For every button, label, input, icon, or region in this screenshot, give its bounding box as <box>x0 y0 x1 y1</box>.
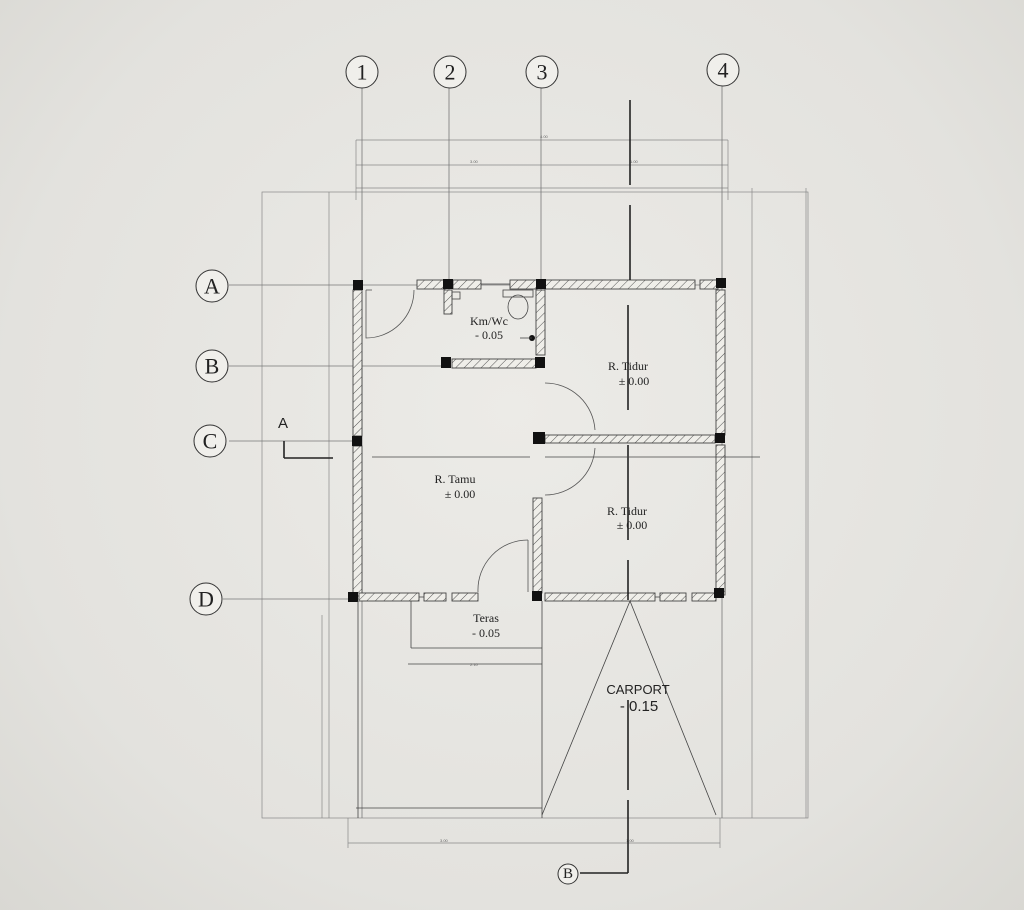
svg-text:Teras: Teras <box>473 611 499 625</box>
svg-text:- 0.15: - 0.15 <box>620 698 658 715</box>
room-labels: Km/Wc - 0.05 R. Tidur ± 0.00 R. Tamu ± 0… <box>435 314 670 715</box>
svg-text:- 0.05: - 0.05 <box>475 328 503 342</box>
grid-bubble-1: 1 <box>345 55 379 89</box>
svg-text:± 0.00: ± 0.00 <box>445 487 476 501</box>
svg-text:R. Tidur: R. Tidur <box>607 504 647 518</box>
grid-bubble-2: 2 <box>433 55 467 89</box>
terrace-and-carport-outline <box>356 600 717 818</box>
door-swings <box>365 289 596 593</box>
svg-text:B: B <box>205 354 220 379</box>
grid-bubble-3: 3 <box>525 55 559 89</box>
svg-text:C: C <box>203 429 218 454</box>
svg-text:1: 1 <box>357 60 368 85</box>
wc-fixtures <box>451 289 535 341</box>
structural-columns <box>348 278 726 602</box>
grid-column-markers: 1 2 3 4 <box>345 53 740 89</box>
room-kmwc: Km/Wc - 0.05 <box>470 314 508 342</box>
svg-text:R. Tamu: R. Tamu <box>435 472 476 486</box>
section-marks: A B <box>278 415 579 885</box>
section-mark-a: A <box>278 415 288 432</box>
walls <box>352 279 726 602</box>
svg-text:- 0.05: - 0.05 <box>472 626 500 640</box>
section-mark-b: B <box>557 863 579 885</box>
svg-text:3.00: 3.00 <box>440 838 449 843</box>
svg-text:4.00: 4.00 <box>540 134 549 139</box>
grid-bubble-c: C <box>193 424 227 458</box>
svg-text:3: 3 <box>537 60 548 85</box>
grid-bubble-a: A <box>195 269 229 303</box>
svg-text:± 0.00: ± 0.00 <box>619 374 650 388</box>
svg-text:± 0.00: ± 0.00 <box>617 518 648 532</box>
svg-text:1.00: 1.00 <box>630 159 639 164</box>
room-tidur-1: R. Tidur ± 0.00 <box>608 359 649 388</box>
room-tamu: R. Tamu ± 0.00 <box>435 472 476 501</box>
grid-bubble-d: D <box>189 582 223 616</box>
room-tidur-2: R. Tidur ± 0.00 <box>607 504 647 532</box>
svg-text:2.10: 2.10 <box>470 662 479 667</box>
svg-text:2: 2 <box>445 60 456 85</box>
grid-row-markers: A B C D <box>189 269 229 616</box>
svg-text:A: A <box>204 274 220 299</box>
svg-text:1.00: 1.00 <box>626 838 635 843</box>
grid-bubble-b: B <box>195 349 229 383</box>
svg-text:4: 4 <box>718 58 729 83</box>
room-teras: Teras - 0.05 <box>472 611 500 640</box>
section-cut-lines <box>283 100 760 874</box>
room-carport: CARPORT - 0.15 <box>606 682 669 715</box>
svg-text:Km/Wc: Km/Wc <box>470 314 508 328</box>
svg-text:B: B <box>563 866 573 882</box>
dimension-lines: 4.00 3.00 1.00 3.00 1.00 2.10 <box>261 134 809 848</box>
svg-text:R. Tidur: R. Tidur <box>608 359 648 373</box>
svg-text:CARPORT: CARPORT <box>606 682 669 697</box>
svg-text:3.00: 3.00 <box>470 159 479 164</box>
svg-text:D: D <box>198 587 214 612</box>
grid-bubble-4: 4 <box>706 53 740 87</box>
